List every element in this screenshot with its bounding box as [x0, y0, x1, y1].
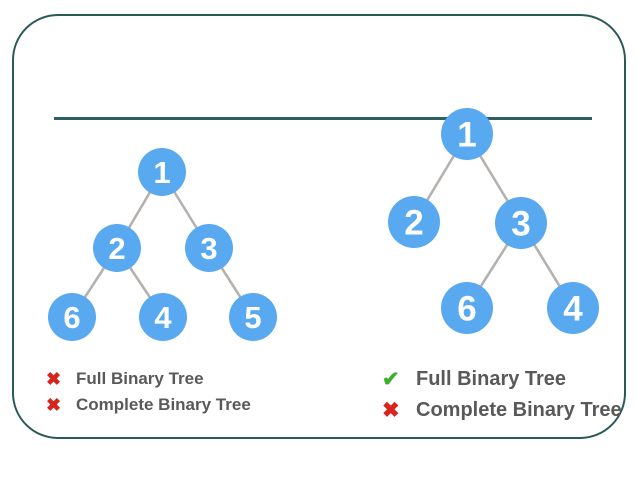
tree-node-value: 2 — [404, 204, 423, 243]
right-label-complete-binary-tree: ✖ Complete Binary Tree — [382, 395, 622, 426]
tree-node-value: 2 — [108, 231, 125, 266]
right-binary-tree: 1 2 3 6 4 — [388, 108, 599, 334]
tree-node-circle — [48, 293, 96, 341]
tree-node-value: 3 — [200, 231, 217, 266]
left-label-complete-binary-tree: ✖ Complete Binary Tree — [46, 392, 251, 418]
right-label-full-binary-tree: ✔ Full Binary Tree — [382, 364, 622, 395]
left-binary-tree: 1 2 3 6 4 5 — [48, 148, 277, 341]
tree-node-value: 6 — [63, 300, 80, 335]
right-tree-labels: ✔ Full Binary Tree ✖ Complete Binary Tre… — [382, 364, 622, 426]
tree-node-circle — [547, 282, 599, 334]
tree-node-value: 1 — [457, 116, 476, 155]
label-text: Complete Binary Tree — [416, 399, 622, 421]
tree-node-circle — [139, 293, 187, 341]
cross-icon: ✖ — [46, 369, 62, 389]
left-tree-labels: ✖ Full Binary Tree ✖ Complete Binary Tre… — [46, 366, 251, 418]
tree-node-circle — [138, 148, 186, 196]
tree-node-circle — [93, 224, 141, 272]
cross-icon: ✖ — [46, 395, 62, 415]
label-text: Full Binary Tree — [416, 368, 567, 390]
tree-node-circle — [388, 196, 440, 248]
tree-node-value: 4 — [563, 290, 583, 329]
tree-node-value: 5 — [244, 300, 261, 335]
label-text: Complete Binary Tree — [76, 395, 251, 414]
tree-node-value: 4 — [154, 300, 172, 335]
cross-icon: ✖ — [382, 399, 400, 422]
title-divider-line — [54, 117, 592, 120]
tree-node-value: 1 — [153, 155, 170, 190]
left-label-full-binary-tree: ✖ Full Binary Tree — [46, 366, 251, 392]
tree-node-value: 3 — [511, 205, 530, 244]
tree-node-circle — [185, 224, 233, 272]
tree-node-circle — [441, 108, 493, 160]
tree-node-value: 6 — [457, 290, 476, 329]
tree-node-circle — [441, 282, 493, 334]
label-text: Full Binary Tree — [76, 369, 204, 388]
tree-node-circle — [229, 293, 277, 341]
tree-node-circle — [495, 197, 547, 249]
check-icon: ✔ — [382, 368, 400, 391]
